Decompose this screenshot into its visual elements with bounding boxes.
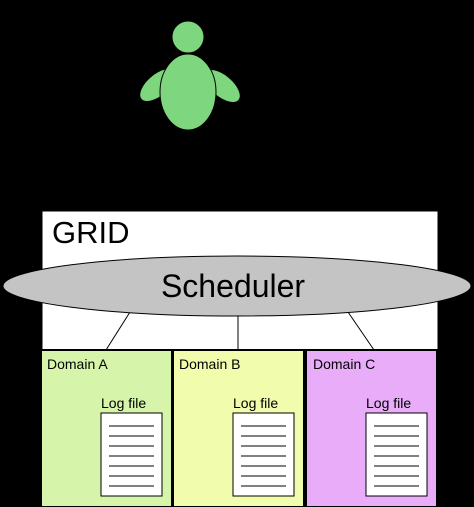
domain-b: Domain B Log file — [172, 349, 305, 507]
connector-line-c — [347, 311, 375, 351]
log-file-icon — [232, 412, 295, 497]
log-file-icon — [365, 412, 428, 497]
domain-b-log-label: Log file — [233, 395, 278, 411]
domain-a-log-label: Log file — [101, 395, 146, 411]
domain-a: Domain A Log file — [40, 349, 173, 507]
grid-label: GRID — [52, 215, 130, 250]
user-figure-icon — [139, 20, 241, 131]
scheduler-ellipse — [2, 255, 472, 317]
domain-c-label: Domain C — [313, 356, 375, 372]
log-file-icon — [100, 412, 163, 497]
scheduler-label: Scheduler — [161, 268, 305, 304]
domain-a-label: Domain A — [47, 356, 108, 372]
domain-c-log-label: Log file — [366, 395, 411, 411]
domain-b-label: Domain B — [179, 356, 240, 372]
connector-line-a — [105, 311, 131, 351]
domain-c: Domain C Log file — [305, 349, 438, 507]
